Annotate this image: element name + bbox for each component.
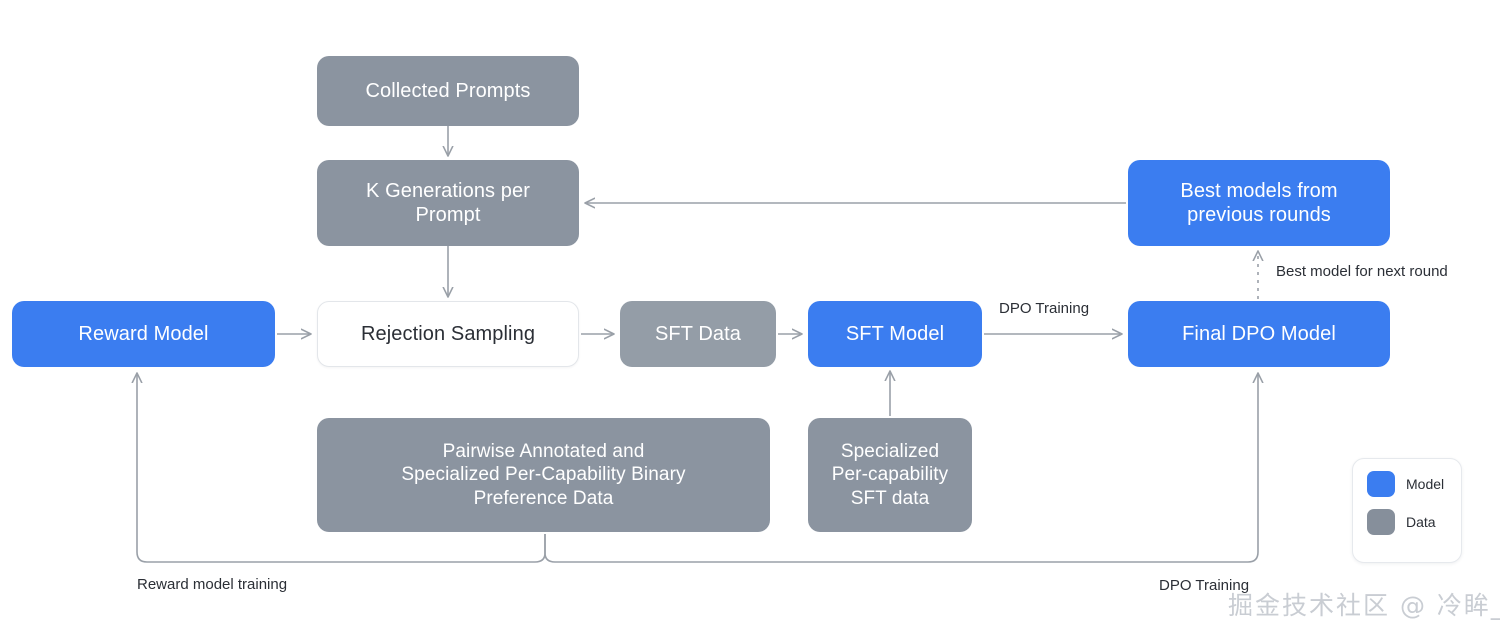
node-rejection-sampling[interactable]: Rejection Sampling (317, 301, 579, 367)
node-label: SFT Model (845, 322, 945, 345)
edge-label-reward-model-training: Reward model training (137, 576, 288, 593)
legend-label-data: Data (1406, 514, 1436, 530)
node-specialized-sft-data[interactable]: Specialized Per-capability SFT data (808, 418, 972, 532)
legend-label-model: Model (1406, 476, 1445, 492)
node-label: Collected Prompts (365, 79, 531, 102)
node-label: Specialized Per-capability SFT data (831, 441, 949, 509)
node-label: Pairwise Annotated and Specialized Per-C… (401, 441, 686, 509)
node-label: Best models from previous rounds (1180, 179, 1338, 226)
legend-swatch-model-icon (1367, 471, 1395, 497)
node-sft-model[interactable]: SFT Model (808, 301, 982, 367)
legend-item-model: Model (1367, 471, 1461, 497)
edge-label-dpo-training-top: DPO Training (999, 300, 1090, 317)
legend: Model Data (1352, 458, 1462, 563)
edge-label-dpo-training-bottom: DPO Training (1159, 577, 1250, 594)
legend-item-data: Data (1367, 509, 1461, 535)
node-best-models-from-previous-rounds[interactable]: Best models from previous rounds (1128, 160, 1390, 246)
node-final-dpo-model[interactable]: Final DPO Model (1128, 301, 1390, 367)
edge-label-best-model-for-next-round: Best model for next round (1276, 263, 1448, 280)
node-label: Rejection Sampling (360, 322, 536, 345)
node-label: Final DPO Model (1182, 322, 1336, 345)
node-k-generations-per-prompt[interactable]: K Generations per Prompt (317, 160, 579, 246)
watermark: 掘金技术社区 @ 冷眸_ (1228, 591, 1500, 620)
node-pairwise-preference-data[interactable]: Pairwise Annotated and Specialized Per-C… (317, 418, 770, 532)
node-label: K Generations per Prompt (365, 179, 530, 226)
node-label: Reward Model (78, 322, 209, 345)
node-sft-data[interactable]: SFT Data (620, 301, 776, 367)
node-collected-prompts[interactable]: Collected Prompts (317, 56, 579, 126)
node-label: SFT Data (654, 322, 741, 345)
legend-swatch-data-icon (1367, 509, 1395, 535)
node-reward-model[interactable]: Reward Model (12, 301, 275, 367)
